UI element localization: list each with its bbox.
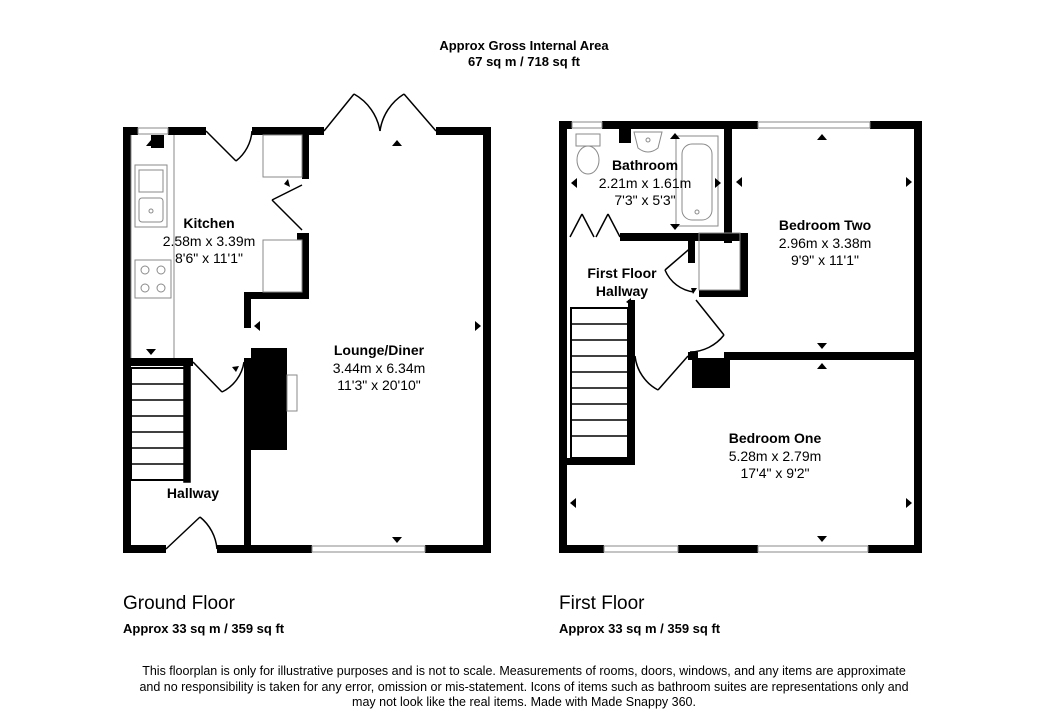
room-name: Bedroom Two bbox=[779, 217, 871, 233]
room-bedroom-two: Bedroom Two 2.96m x 3.38m 9'9" x 11'1" bbox=[779, 217, 872, 268]
room-name: First Floor bbox=[587, 265, 657, 281]
room-imperial: 17'4" x 9'2" bbox=[741, 465, 810, 481]
disclaimer-line: may not look like the real items. Made w… bbox=[352, 695, 696, 709]
room-metric: 2.96m x 3.38m bbox=[779, 235, 872, 251]
ground-floor-plan bbox=[123, 127, 491, 553]
room-metric: 2.21m x 1.61m bbox=[599, 175, 692, 191]
room-first-floor-hallway: First Floor Hallway bbox=[587, 265, 657, 299]
disclaimer-line: This floorplan is only for illustrative … bbox=[142, 664, 906, 678]
first-stairs bbox=[570, 307, 629, 459]
room-imperial: 7'3" x 5'3" bbox=[614, 192, 675, 208]
room-name: Hallway bbox=[167, 485, 219, 501]
room-name: Bedroom One bbox=[729, 430, 822, 446]
room-name: Bathroom bbox=[612, 157, 678, 173]
room-name: Kitchen bbox=[183, 215, 234, 231]
first-floor-plan bbox=[559, 121, 922, 553]
area-title: Approx Gross Internal Area bbox=[439, 38, 609, 53]
disclaimer: This floorplan is only for illustrative … bbox=[120, 664, 928, 711]
first-floor-area: Approx 33 sq m / 359 sq ft bbox=[559, 621, 721, 636]
ground-floor-area: Approx 33 sq m / 359 sq ft bbox=[123, 621, 285, 636]
ground-floor-title: Ground Floor bbox=[123, 593, 235, 614]
room-bathroom: Bathroom 2.21m x 1.61m 7'3" x 5'3" bbox=[599, 157, 692, 208]
disclaimer-line: and no responsibility is taken for any e… bbox=[139, 679, 909, 694]
room-imperial: 9'9" x 11'1" bbox=[791, 252, 859, 268]
ground-stairs bbox=[131, 365, 191, 483]
room-kitchen: Kitchen 2.58m x 3.39m 8'6" x 11'1" bbox=[163, 215, 256, 266]
room-lounge-diner: Lounge/Diner 3.44m x 6.34m 11'3" x 20'10… bbox=[333, 342, 426, 393]
first-doors bbox=[569, 213, 725, 391]
room-name-line2: Hallway bbox=[596, 283, 648, 299]
first-floor-title: First Floor bbox=[559, 593, 645, 614]
ground-arrows bbox=[146, 140, 481, 543]
room-metric: 5.28m x 2.79m bbox=[729, 448, 822, 464]
room-imperial: 11'3" x 20'10" bbox=[337, 377, 421, 393]
room-bedroom-one: Bedroom One 5.28m x 2.79m 17'4" x 9'2" bbox=[729, 430, 822, 481]
room-name: Lounge/Diner bbox=[334, 342, 425, 358]
room-imperial: 8'6" x 11'1" bbox=[175, 250, 243, 266]
room-metric: 3.44m x 6.34m bbox=[333, 360, 426, 376]
room-hallway: Hallway bbox=[167, 485, 219, 501]
area-total: 67 sq m / 718 sq ft bbox=[468, 54, 580, 69]
first-arrows bbox=[570, 133, 912, 542]
ground-doors bbox=[165, 93, 437, 550]
room-metric: 2.58m x 3.39m bbox=[163, 233, 256, 249]
